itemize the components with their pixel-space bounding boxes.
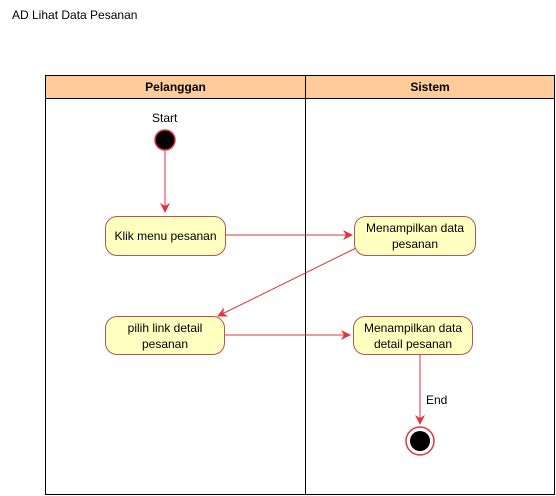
- activity-menampilkan-data-pesanan: Menampilkan data pesanan: [354, 216, 476, 256]
- start-label: Start: [152, 111, 178, 125]
- lane-divider: [305, 99, 306, 494]
- activity-klik-menu-pesanan: Klik menu pesanan: [105, 216, 226, 256]
- lane-header-pelanggan: Pelanggan: [46, 76, 306, 99]
- diagram-title: AD Lihat Data Pesanan: [12, 8, 138, 22]
- end-label: End: [426, 393, 448, 407]
- end-node-inner: [410, 431, 430, 451]
- edge-act2-to-act3: [217, 247, 357, 317]
- lane-header-sistem: Sistem: [306, 76, 554, 99]
- activity-pilih-link-detail: pilih link detail pesanan: [105, 316, 225, 355]
- swimlane-table: Pelanggan Sistem: [45, 75, 555, 495]
- activity-menampilkan-detail-pesanan: Menampilkan data detail pesanan: [353, 316, 473, 355]
- start-node: [154, 129, 176, 151]
